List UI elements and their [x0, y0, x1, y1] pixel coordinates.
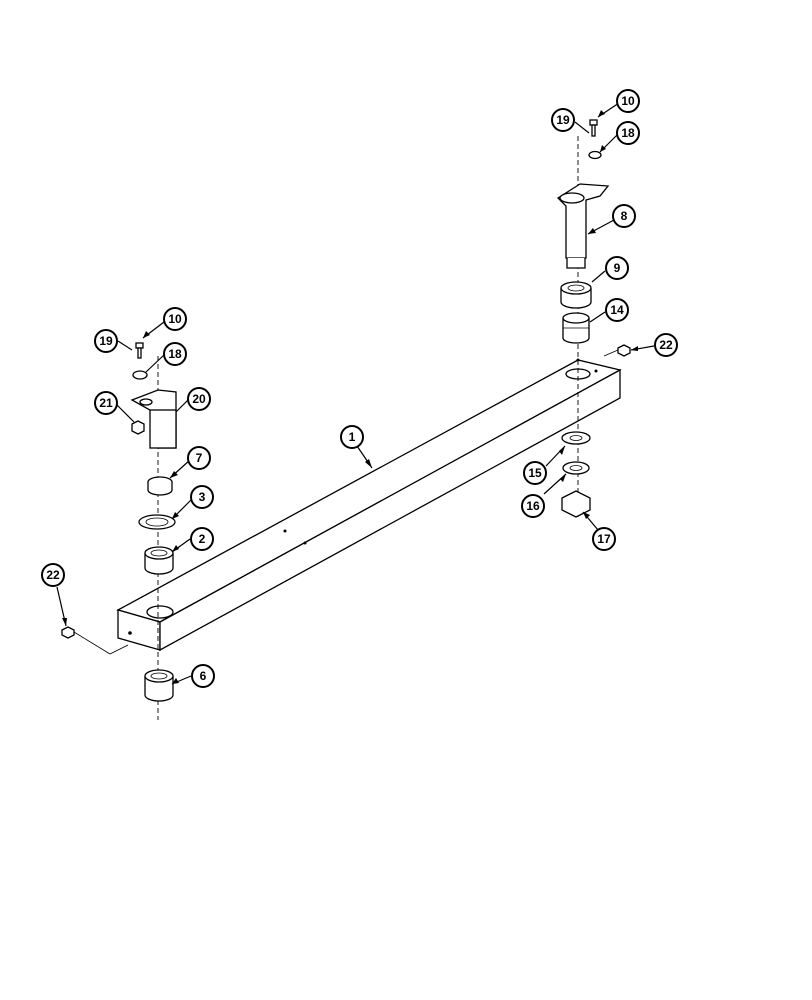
callout-label: 6 [200, 669, 207, 683]
callout-label: 17 [597, 532, 611, 546]
callout-10-left: 10 [163, 307, 187, 331]
bushing-2 [144, 546, 174, 575]
callout-label: 18 [168, 347, 182, 361]
callout-6: 6 [191, 664, 215, 688]
callout-label: 18 [621, 126, 635, 140]
nut-17 [561, 490, 591, 518]
callout-7: 7 [187, 446, 211, 470]
callout-label: 19 [556, 113, 570, 127]
callout-label: 7 [196, 451, 203, 465]
callout-16: 16 [521, 494, 545, 518]
callout-17: 17 [592, 527, 616, 551]
callout-label: 20 [192, 392, 206, 406]
bar-hole-left [146, 605, 174, 619]
washer-15 [561, 431, 591, 445]
callout-18-left: 18 [163, 342, 187, 366]
callout-20: 20 [187, 387, 211, 411]
bolt-right [589, 119, 598, 137]
callout-label: 16 [526, 499, 540, 513]
callout-15: 15 [523, 461, 547, 485]
washer-right [588, 150, 602, 160]
callout-8: 8 [612, 204, 636, 228]
washer-left [132, 370, 148, 380]
callout-label: 22 [659, 338, 673, 352]
grease-fitting-left [61, 626, 129, 655]
grease-fitting-right [603, 344, 631, 357]
callout-2: 2 [190, 527, 214, 551]
callout-3: 3 [190, 485, 214, 509]
callout-label: 15 [528, 466, 542, 480]
callout-label: 10 [621, 94, 635, 108]
washer-16 [562, 461, 590, 475]
callout-14: 14 [605, 298, 629, 322]
callout-19-left: 19 [94, 329, 118, 353]
callout-22-left: 22 [41, 563, 65, 587]
callout-1: 1 [340, 425, 364, 449]
callout-label: 10 [168, 312, 182, 326]
callout-label: 1 [349, 430, 356, 444]
bushing-9 [560, 281, 592, 309]
left-pin-assembly [61, 342, 177, 720]
pin-8 [556, 183, 610, 269]
cap-7 [147, 476, 173, 496]
bolt-left [135, 342, 144, 359]
callout-label: 2 [199, 532, 206, 546]
callout-10-right: 10 [616, 89, 640, 113]
callout-label: 8 [621, 209, 628, 223]
callout-label: 14 [610, 303, 624, 317]
callout-label: 19 [99, 334, 113, 348]
callout-18-right: 18 [616, 121, 640, 145]
callout-label: 9 [614, 261, 621, 275]
callout-19-right: 19 [551, 108, 575, 132]
callout-21: 21 [94, 391, 118, 415]
callout-label: 3 [199, 490, 206, 504]
callout-22-right: 22 [654, 333, 678, 357]
callout-9: 9 [605, 256, 629, 280]
bushing-14 [562, 312, 590, 344]
leader-lines [56, 102, 655, 685]
callout-label: 21 [99, 396, 113, 410]
right-pin-assembly [556, 119, 631, 520]
washer-3 [138, 514, 176, 530]
nut-left [131, 420, 145, 435]
callout-label: 22 [46, 568, 60, 582]
bushing-6 [144, 669, 174, 702]
pin-left [130, 389, 177, 449]
